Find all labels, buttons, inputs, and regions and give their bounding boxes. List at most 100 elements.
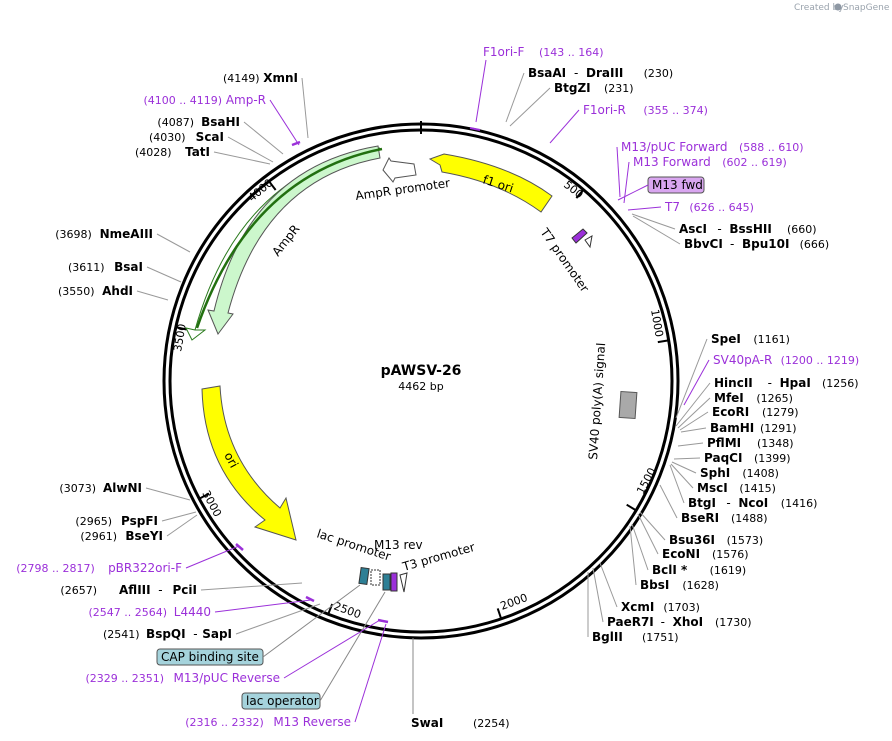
enzyme-name[interactable]: BseRI <box>681 511 719 525</box>
m13-rev-mark[interactable] <box>390 572 398 592</box>
primer-name[interactable]: M13 Forward <box>633 155 711 169</box>
right-label-17[interactable]: MscI(1415) <box>670 463 776 495</box>
enzyme-name[interactable]: BamHI <box>710 421 754 435</box>
enzyme-name[interactable]: BtgZI <box>554 81 591 95</box>
right-label-8[interactable]: SpeI(1161) <box>675 332 790 419</box>
enzyme-name[interactable]: HincII <box>714 376 753 390</box>
enzyme-name[interactable]: NmeAIII <box>100 227 153 241</box>
right-label-24[interactable]: XcmI(1703) <box>599 562 700 614</box>
right-label-9[interactable]: SV40pA-R(1200 .. 1219) <box>683 353 859 406</box>
right-label-22[interactable]: BclI *(1619) <box>631 523 746 577</box>
right-label-23[interactable]: BbsI(1628) <box>629 525 719 592</box>
primer-name[interactable]: M13 Reverse <box>273 715 351 729</box>
enzyme-name[interactable]: BclI * <box>652 563 688 577</box>
left-label-13[interactable]: L4440(2547 .. 2564) <box>88 599 312 619</box>
enzyme-name[interactable]: AlwNI <box>103 481 142 495</box>
enzyme-name-2[interactable]: XhoI <box>673 615 704 629</box>
enzyme-name[interactable]: EcoNI <box>662 547 700 561</box>
left-label-6[interactable]: BsaI(3611) <box>68 260 182 283</box>
enzyme-name[interactable]: PflMI <box>707 436 741 450</box>
left-label-12[interactable]: PciI-AflIII(2657) <box>60 582 303 597</box>
right-label-20[interactable]: Bsu36I(1573) <box>639 511 763 547</box>
primer-name[interactable]: L4440 <box>174 605 211 619</box>
right-label-19[interactable]: BseRI(1488) <box>659 484 768 525</box>
right-label-18[interactable]: BtgI-NcoI(1416) <box>669 464 817 510</box>
enzyme-name[interactable]: PaqCI <box>704 451 742 465</box>
enzyme-name[interactable]: XcmI <box>621 600 654 614</box>
enzyme-name-2[interactable]: DraIII <box>586 66 623 80</box>
enzyme-name[interactable]: Bsu36I <box>669 533 715 547</box>
primer-name[interactable]: pBR322ori-F <box>108 561 182 575</box>
right-label-11[interactable]: MfeI(1265) <box>677 391 793 429</box>
enzyme-name[interactable]: BsaI <box>114 260 143 274</box>
primer-name[interactable]: M13/pUC Forward <box>621 140 728 154</box>
cap-site-mark[interactable] <box>358 566 370 586</box>
f1ori-f-primer[interactable]: F1ori-F <box>483 45 524 59</box>
primer-name[interactable]: SV40pA-R <box>713 353 772 367</box>
enzyme-name-2[interactable]: Bpu10I <box>742 237 789 251</box>
primer-name[interactable]: F1ori-R <box>583 103 626 117</box>
enzyme-name[interactable]: MscI <box>697 481 728 495</box>
enzyme-name[interactable]: BglII <box>592 630 623 644</box>
enzyme-name[interactable]: BsaHI <box>201 115 240 129</box>
left-label-5[interactable]: NmeAIII(3698) <box>55 227 191 253</box>
enzyme-name[interactable]: EcoRI <box>712 405 749 419</box>
enzyme-swai[interactable]: SwaI <box>411 716 443 730</box>
enzyme-name-2[interactable]: HpaI <box>780 376 811 390</box>
left-label-7[interactable]: AhdI(3550) <box>58 284 169 301</box>
right-label-21[interactable]: EcoNI(1576) <box>637 513 749 561</box>
primer-name[interactable]: Amp-R <box>226 93 266 107</box>
right-label-6[interactable]: AscI-BssHII(660) <box>631 213 817 236</box>
enzyme-name[interactable]: BseYI <box>125 529 163 543</box>
enzyme-name[interactable]: ScaI <box>196 130 224 144</box>
t7-primer-mark[interactable] <box>571 228 588 244</box>
ori-arrow[interactable] <box>201 385 297 541</box>
right-label-1[interactable]: BtgZI(231) <box>509 81 634 127</box>
primer-name[interactable]: M13/pUC Reverse <box>174 671 281 685</box>
left-label-8[interactable]: AlwNI(3073) <box>59 481 191 501</box>
enzyme-name-2[interactable]: BssHII <box>729 222 771 236</box>
right-label-25[interactable]: PaeR7I-XhoI(1730) <box>592 567 752 629</box>
enzyme-name[interactable]: PaeR7I <box>607 615 654 629</box>
t3-promoter-arrow[interactable] <box>399 572 408 593</box>
right-label-5[interactable]: T7(626 .. 645) <box>627 200 754 214</box>
left-label-15[interactable]: M13/pUC Reverse(2329 .. 2351) <box>85 619 381 685</box>
left-label-16[interactable]: M13 Reverse(2316 .. 2332) <box>185 623 387 729</box>
right-label-10[interactable]: HincII-HpaI(1256) <box>675 376 859 427</box>
enzyme-name-2[interactable]: PciI <box>173 583 198 597</box>
f1-ori-arrow[interactable] <box>428 153 553 213</box>
left-label-3[interactable]: ScaI(4030) <box>149 130 274 163</box>
right-label-0[interactable]: BsaAI-DraIII(230) <box>505 66 673 123</box>
enzyme-name[interactable]: SphI <box>700 466 730 480</box>
enzyme-name-2[interactable]: NcoI <box>738 496 768 510</box>
right-label-15[interactable]: PaqCI(1399) <box>673 451 791 465</box>
left-label-10[interactable]: BseYI(2961) <box>80 514 198 543</box>
t7-promoter-arrow[interactable] <box>584 235 593 249</box>
enzyme-name[interactable]: XmnI <box>263 71 298 85</box>
enzyme-name[interactable]: BsaAI <box>528 66 566 80</box>
enzyme-name[interactable]: BbvCI <box>684 237 723 251</box>
right-label-14[interactable]: PflMI(1348) <box>677 436 794 450</box>
lac-promoter-arrow[interactable] <box>370 569 381 586</box>
right-label-12[interactable]: EcoRI(1279) <box>679 405 799 431</box>
enzyme-name[interactable]: PspFI <box>121 514 158 528</box>
enzyme-name[interactable]: AscI <box>679 222 707 236</box>
enzyme-name[interactable]: BspQI <box>146 627 186 641</box>
primer-name[interactable]: T7 <box>664 200 680 214</box>
enzyme-name-2[interactable]: SapI <box>202 627 232 641</box>
left-label-2[interactable]: BsaHI(4087) <box>157 115 284 155</box>
right-label-7[interactable]: BbvCI-Bpu10I(666) <box>632 215 829 251</box>
left-label-11[interactable]: pBR322ori-F(2798 .. 2817) <box>16 545 240 575</box>
left-label-14[interactable]: SapI-BspQI(2541) <box>103 603 321 641</box>
ampr-promoter-arrow[interactable] <box>382 157 417 183</box>
enzyme-name[interactable]: TatI <box>185 145 210 159</box>
enzyme-name[interactable]: BbsI <box>640 578 669 592</box>
right-label-4[interactable]: M13 Forward(602 .. 619) <box>623 155 787 204</box>
lac-operator-mark[interactable] <box>382 573 391 591</box>
enzyme-name[interactable]: SpeI <box>711 332 741 346</box>
left-label-9[interactable]: PspFI(2965) <box>75 511 197 528</box>
sv40-polya-signal[interactable] <box>618 390 638 420</box>
right-label-13[interactable]: BamHI(1291) <box>680 421 797 435</box>
left-label-1[interactable]: Amp-R(4100 .. 4119) <box>143 93 300 146</box>
enzyme-name[interactable]: AhdI <box>102 284 133 298</box>
